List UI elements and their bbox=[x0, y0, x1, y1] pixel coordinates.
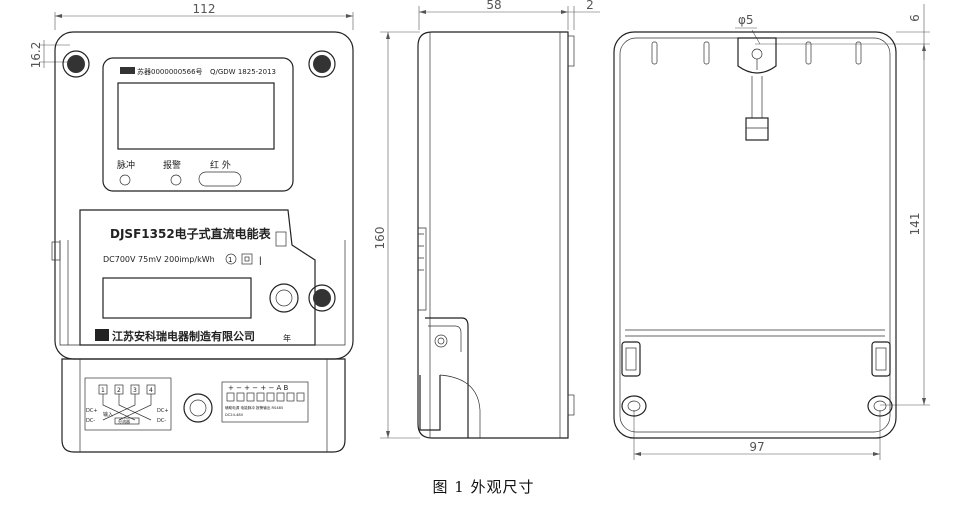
terminal-block-left bbox=[84, 377, 172, 431]
screw-cover-right bbox=[308, 284, 336, 312]
bottom-lug-left bbox=[621, 341, 641, 377]
dim-back-hole-height: 141 bbox=[908, 213, 922, 236]
mount-hole-right bbox=[867, 395, 893, 417]
nameplate-label bbox=[79, 209, 316, 346]
terminal-right-slots bbox=[226, 392, 305, 402]
front-view: 112 16.2 苏器0000000566号 Q/GDW 1825-2013 脉… bbox=[29, 2, 354, 453]
dim-side-depth: 58 bbox=[486, 0, 501, 12]
terminal-right-labels: 辅助电源 电能脉冲 报警输出 RS485 bbox=[225, 405, 283, 410]
label-alarm: 报警 bbox=[163, 159, 181, 171]
svg-text:1: 1 bbox=[228, 256, 232, 264]
svg-text:1: 1 bbox=[101, 387, 105, 394]
side-screw-icon bbox=[434, 334, 448, 348]
dim-hole-diameter: φ5 bbox=[738, 13, 754, 27]
terminal-block-right bbox=[221, 381, 309, 423]
svg-text:DC+: DC+ bbox=[86, 408, 98, 414]
svg-text:DC-: DC- bbox=[86, 418, 95, 424]
dim-side-extra: 2 bbox=[586, 0, 594, 12]
svg-text:分流器: 分流器 bbox=[118, 418, 130, 424]
terminal-right-sub: DC24-48V bbox=[225, 413, 244, 417]
alarm-led-icon bbox=[170, 174, 182, 186]
label-infrared: 红 外 bbox=[210, 159, 231, 171]
dim-front-width: 112 bbox=[193, 2, 216, 16]
svg-text:4: 4 bbox=[149, 387, 153, 394]
label-window bbox=[102, 277, 252, 319]
dim-height: 160 bbox=[373, 227, 387, 250]
year-mark: 年 bbox=[283, 333, 291, 343]
svg-text:DC-: DC- bbox=[157, 418, 166, 424]
screw-top-right bbox=[308, 50, 336, 78]
figure-caption: 图 1 外观尺寸 bbox=[432, 478, 535, 496]
class-mark-icon bbox=[225, 253, 237, 265]
dim-front-top-offset: 16.2 bbox=[29, 42, 43, 69]
svg-text:2: 2 bbox=[117, 387, 121, 394]
back-body bbox=[613, 31, 897, 439]
dim-back-hole-spacing: 97 bbox=[749, 440, 764, 454]
terminal-cover bbox=[61, 358, 346, 453]
company-logo-icon bbox=[95, 329, 109, 341]
svg-text:3: 3 bbox=[133, 387, 137, 394]
front-upper-body bbox=[54, 31, 354, 360]
seal-hole-icon bbox=[269, 283, 299, 313]
back-top-slots bbox=[651, 41, 862, 65]
mount-hole-left bbox=[621, 395, 647, 417]
svg-text:DC+: DC+ bbox=[157, 408, 169, 414]
terminal-numbers: 1 2 3 4 bbox=[98, 384, 156, 395]
meter-model: DJSF1352电子式直流电能表 bbox=[110, 226, 272, 241]
display-panel bbox=[102, 57, 294, 192]
dim-back-top-offset: 6 bbox=[908, 14, 922, 22]
keyhole-icon bbox=[751, 48, 763, 60]
cert-mark-icon bbox=[120, 67, 135, 74]
manufacturer-name: 江苏安科瑞电器制造有限公司 bbox=[112, 329, 255, 343]
svg-text:输入: 输入 bbox=[103, 411, 113, 418]
bottom-lug-right bbox=[871, 341, 891, 377]
double-insulation-icon bbox=[241, 253, 253, 265]
nameplate-serial: 苏器0000000566号 bbox=[137, 67, 203, 76]
thermometer-icon: ǀ bbox=[259, 256, 262, 266]
nameplate-standard: Q/GDW 1825-2013 bbox=[210, 68, 276, 76]
screw-top-left bbox=[62, 50, 90, 78]
rail-clip bbox=[745, 117, 769, 141]
back-view: φ5 6 141 97 bbox=[613, 4, 930, 460]
lcd-window bbox=[117, 82, 275, 150]
side-view: 58 2 160 bbox=[373, 0, 600, 439]
pulse-led-icon bbox=[119, 174, 131, 186]
side-body bbox=[417, 31, 569, 439]
infrared-port-icon bbox=[198, 171, 242, 187]
hanging-hole bbox=[737, 37, 777, 74]
svg-text:+ − + − + − A B: + − + − + − A B bbox=[228, 384, 289, 392]
terminal-seal-icon bbox=[183, 393, 213, 423]
label-pulse: 脉冲 bbox=[117, 159, 135, 171]
meter-spec: DC700V 75mV 200imp/kWh bbox=[103, 255, 215, 264]
